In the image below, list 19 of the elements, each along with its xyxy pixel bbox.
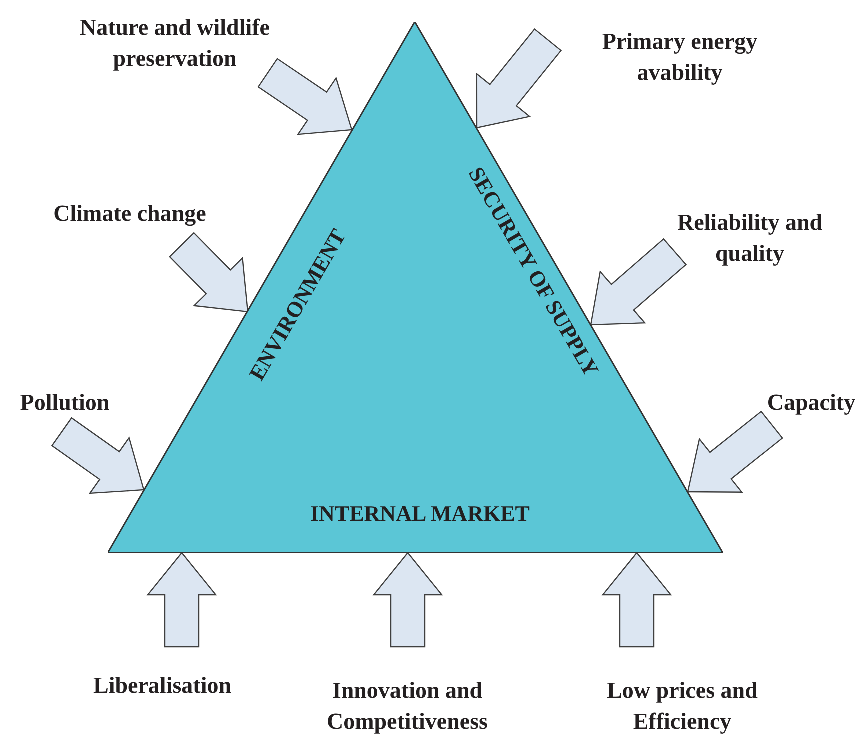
block-arrow [169,232,249,313]
block-arrow [51,417,145,494]
factor-label: Climate change [20,198,240,229]
factor-label: Nature and wildlife preservation [55,12,295,74]
block-arrow [602,552,672,648]
block-arrow [372,552,444,648]
factor-label: Capacity [755,387,868,418]
factor-label: Liberalisation [60,670,265,701]
factor-label: Reliability and quality [650,207,850,269]
factor-label: Pollution [0,387,130,418]
side-label: INTERNAL MARKET [310,501,530,527]
block-arrow [258,58,353,136]
factor-label: Innovation and Competitiveness [290,675,525,735]
block-arrow [590,238,688,326]
block-arrow [476,28,562,129]
factor-label: Primary energy avability [570,26,790,88]
block-arrow [687,410,784,493]
factor-label: Low prices and Efficiency [570,675,795,735]
block-arrow [146,552,218,648]
